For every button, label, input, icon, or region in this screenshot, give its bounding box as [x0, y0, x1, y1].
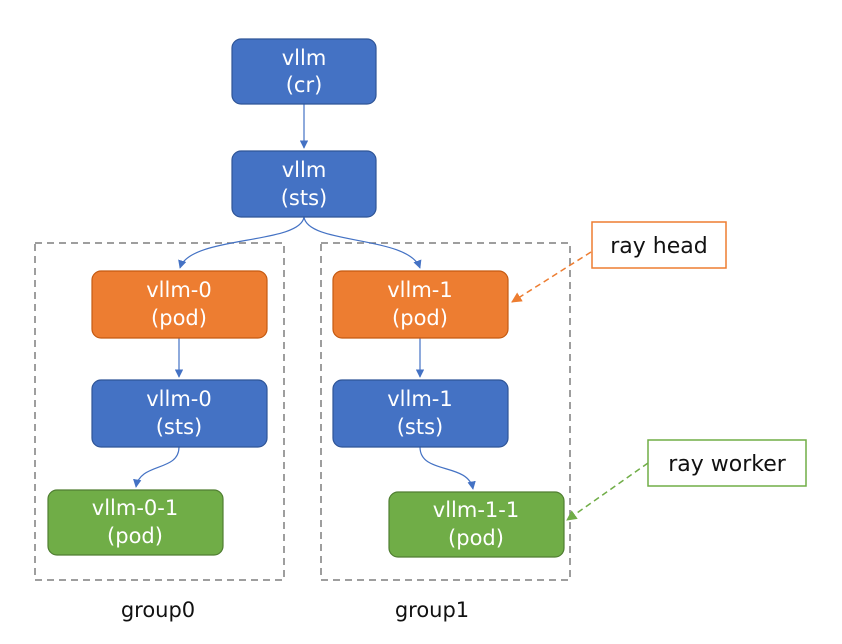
group1-caption: group1 [395, 598, 469, 622]
node-vllm0-pod-name: vllm-0 [146, 278, 212, 302]
node-vllm0-sts-name: vllm-0 [146, 387, 212, 411]
arrow-vllm1-sts-to-pod [419, 446, 476, 490]
node-vllm-sts: vllm (sts) [231, 150, 377, 218]
group0-box [34, 242, 285, 581]
node-vllm-cr-kind: (cr) [286, 73, 323, 97]
node-vllm11-pod-name: vllm-1-1 [433, 498, 519, 522]
arrow-vllm0-sts-to-pod [133, 446, 180, 488]
node-vllm0-pod-kind: (pod) [151, 306, 207, 330]
node-vllm0-sts: vllm-0 (sts) [91, 379, 268, 448]
node-vllm1-sts-name: vllm-1 [387, 387, 453, 411]
node-vllm-cr: vllm (cr) [231, 38, 377, 105]
arrow-sts-to-vllm1-pod [303, 216, 422, 269]
node-vllm11-pod-kind: (pod) [448, 526, 504, 550]
node-vllm-sts-name: vllm [282, 158, 327, 182]
ray-worker-pointer [566, 462, 649, 521]
node-vllm0-pod: vllm-0 (pod) [91, 270, 268, 339]
node-vllm11-pod: vllm-1-1 (pod) [388, 491, 565, 558]
node-vllm01-pod-name: vllm-0-1 [92, 496, 178, 520]
ray-head-pointer [511, 251, 592, 303]
ray-worker-text: ray worker [668, 452, 787, 477]
node-vllm01-pod-kind: (pod) [107, 524, 163, 548]
node-vllm-sts-kind: (sts) [281, 186, 328, 210]
node-vllm1-sts: vllm-1 (sts) [332, 379, 509, 448]
ray-worker-label: ray worker [647, 439, 807, 487]
node-vllm1-pod: vllm-1 (pod) [332, 270, 509, 339]
node-vllm0-sts-kind: (sts) [156, 415, 203, 439]
node-vllm1-pod-name: vllm-1 [387, 278, 453, 302]
ray-head-text: ray head [610, 234, 707, 259]
node-vllm1-sts-kind: (sts) [397, 415, 444, 439]
node-vllm-cr-name: vllm [282, 46, 327, 70]
ray-head-label: ray head [591, 221, 727, 269]
arrow-sts-to-vllm0-pod [178, 216, 305, 269]
node-vllm01-pod: vllm-0-1 (pod) [47, 489, 224, 556]
group1-box [320, 242, 571, 581]
node-vllm1-pod-kind: (pod) [392, 306, 448, 330]
group0-caption: group0 [121, 598, 195, 622]
